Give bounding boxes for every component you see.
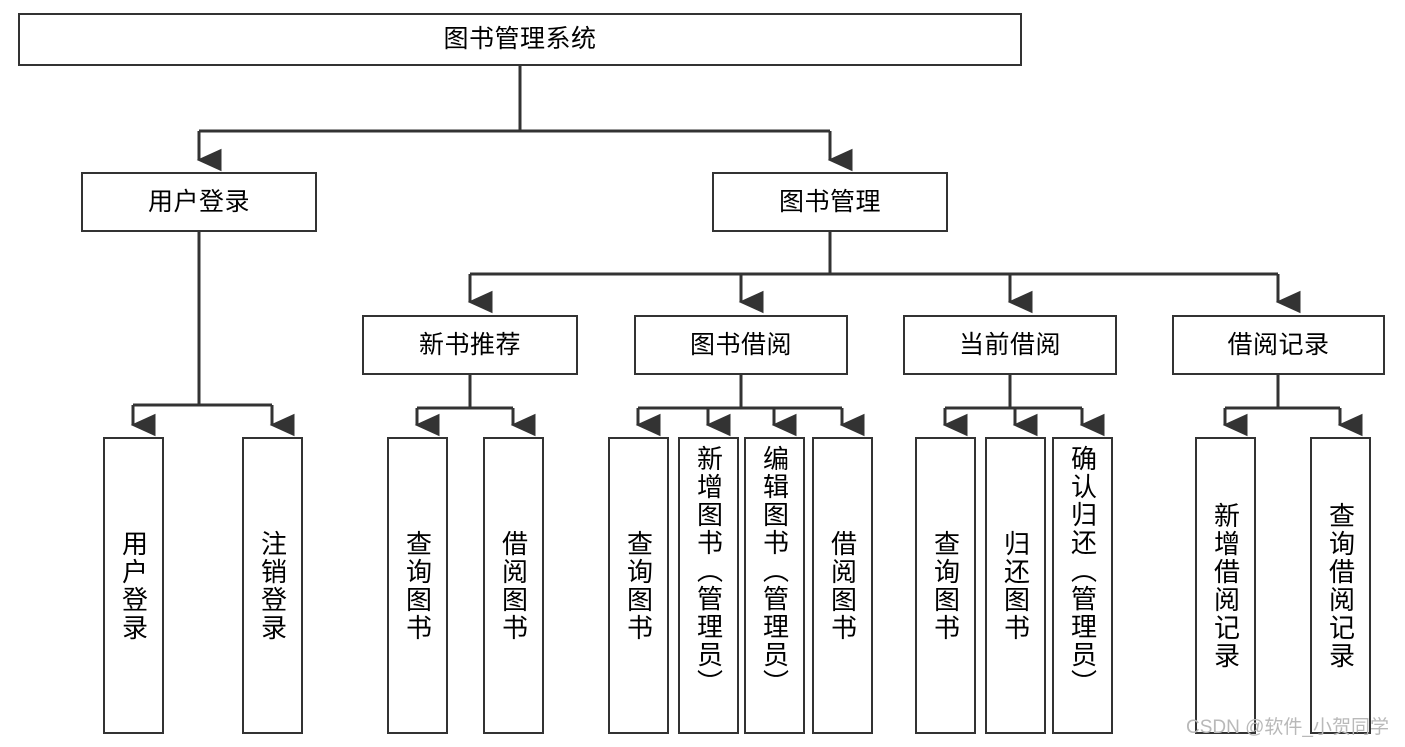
leaf-add-book-admin[interactable]: 新增图书（管理员） xyxy=(678,437,739,734)
leaf-query-borrow-record[interactable]: 查询借阅记录 xyxy=(1310,437,1371,734)
node-book-manage-label: 图书管理 xyxy=(778,187,881,216)
leaf-return-book-label: 归还图书 xyxy=(1000,529,1031,642)
leaf-current-query-book-label: 查询图书 xyxy=(930,529,961,642)
node-root[interactable]: 图书管理系统 xyxy=(18,13,1022,66)
leaf-user-logout[interactable]: 注销登录 xyxy=(242,437,303,734)
node-borrow-record-label: 借阅记录 xyxy=(1227,330,1330,359)
leaf-new-book-query[interactable]: 查询图书 xyxy=(387,437,448,734)
leaf-borrow-query-book[interactable]: 查询图书 xyxy=(608,437,669,734)
node-current-borrow-label: 当前借阅 xyxy=(958,330,1061,359)
leaf-add-book-admin-label: 新增图书（管理员） xyxy=(693,445,724,697)
leaf-return-book[interactable]: 归还图书 xyxy=(985,437,1046,734)
leaf-user-logout-label: 注销登录 xyxy=(257,529,288,642)
node-borrow-record[interactable]: 借阅记录 xyxy=(1172,315,1385,375)
leaf-add-borrow-record-label: 新增借阅记录 xyxy=(1210,501,1241,670)
node-root-label: 图书管理系统 xyxy=(443,25,597,54)
node-current-borrow[interactable]: 当前借阅 xyxy=(903,315,1117,375)
node-new-book-recommend[interactable]: 新书推荐 xyxy=(362,315,578,375)
leaf-borrow-query-book-label: 查询图书 xyxy=(623,529,654,642)
node-user-login[interactable]: 用户登录 xyxy=(81,172,317,232)
leaf-borrow-book[interactable]: 借阅图书 xyxy=(812,437,873,734)
watermark: CSDN @软件_小贺同学 xyxy=(1186,717,1389,738)
leaf-query-borrow-record-label: 查询借阅记录 xyxy=(1325,501,1356,670)
node-book-borrow-label: 图书借阅 xyxy=(689,330,792,359)
leaf-user-login-label: 用户登录 xyxy=(118,529,149,642)
node-book-manage[interactable]: 图书管理 xyxy=(712,172,948,232)
leaf-new-book-borrow[interactable]: 借阅图书 xyxy=(483,437,544,734)
leaf-current-query-book[interactable]: 查询图书 xyxy=(915,437,976,734)
leaf-add-borrow-record[interactable]: 新增借阅记录 xyxy=(1195,437,1256,734)
leaf-edit-book-admin-label: 编辑图书（管理员） xyxy=(759,445,790,697)
leaf-user-login[interactable]: 用户登录 xyxy=(103,437,164,734)
leaf-borrow-book-label: 借阅图书 xyxy=(827,529,858,642)
leaf-confirm-return-admin-label: 确认归还（管理员） xyxy=(1067,445,1098,697)
node-new-book-recommend-label: 新书推荐 xyxy=(418,330,521,359)
node-user-login-label: 用户登录 xyxy=(147,187,250,216)
leaf-confirm-return-admin[interactable]: 确认归还（管理员） xyxy=(1052,437,1113,734)
leaf-edit-book-admin[interactable]: 编辑图书（管理员） xyxy=(744,437,805,734)
leaf-new-book-query-label: 查询图书 xyxy=(402,529,433,642)
node-book-borrow[interactable]: 图书借阅 xyxy=(634,315,848,375)
leaf-new-book-borrow-label: 借阅图书 xyxy=(498,529,529,642)
